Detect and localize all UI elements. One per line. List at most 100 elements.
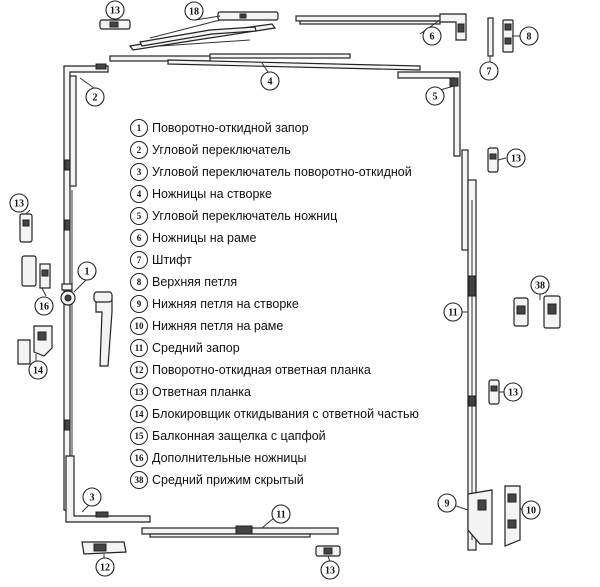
legend-label: Ножницы на раме [152, 231, 257, 245]
callout-number: 38 [535, 281, 545, 292]
middle-lock-11-bottom-part [141, 525, 339, 538]
legend-item: 4 Ножницы на створке [130, 184, 272, 204]
bottom-corner-3-part [65, 455, 151, 523]
legend-number: 7 [130, 251, 148, 269]
callout-number: 13 [14, 199, 24, 210]
legend-number: 15 [130, 427, 148, 445]
callout-number: 13 [511, 154, 521, 165]
callout-5: 5 [425, 86, 445, 106]
callout-13-top: 13 [105, 0, 125, 20]
legend-item: 9 Нижняя петля на створке [130, 294, 299, 314]
callout-number: 3 [90, 493, 95, 504]
legend-number: 9 [130, 295, 148, 313]
hidden-clamp-38-part [513, 295, 561, 329]
strike-plate-bottom [315, 545, 341, 557]
callout-13-bottom: 13 [320, 560, 340, 580]
callout-number: 10 [526, 506, 536, 517]
top-hinge-8-part [502, 19, 514, 53]
callout-number: 11 [448, 308, 457, 319]
callout-number: 8 [527, 32, 532, 43]
pin-7-part [487, 17, 494, 62]
legend-label: Ножницы на створке [152, 187, 272, 201]
sash-scissors-4-part [109, 53, 421, 71]
callout-11-bottom: 11 [271, 504, 291, 524]
callout-13-mid: 13 [503, 382, 523, 402]
legend-number: 16 [130, 449, 148, 467]
callout-number: 13 [508, 388, 518, 399]
callout-9: 9 [437, 493, 457, 513]
legend-label: Средний запор [152, 341, 240, 355]
legend-item: 6 Ножницы на раме [130, 228, 256, 248]
legend-label: Поворотно-откидная ответная планка [152, 363, 371, 377]
callout-38: 38 [530, 275, 550, 295]
legend-number: 13 [130, 383, 148, 401]
legend-number: 3 [130, 163, 148, 181]
callout-18: 18 [184, 1, 204, 21]
legend-item: 11 Средний запор [130, 338, 240, 358]
callout-13-right: 13 [506, 148, 526, 168]
callout-7: 7 [479, 61, 499, 81]
legend-number: 12 [130, 361, 148, 379]
legend-item: 3 Угловой переключатель поворотно-откидн… [130, 162, 412, 182]
callout-8: 8 [519, 26, 539, 46]
strike-plate-top [99, 19, 131, 30]
callout-1: 1 [77, 261, 97, 281]
strike-plate-right [487, 147, 499, 173]
callout-number: 2 [93, 93, 98, 104]
frame-hinge-10-part [504, 485, 521, 547]
callout-6: 6 [422, 26, 442, 46]
sash-hinge-9-part [467, 489, 493, 545]
legend-number: 1 [130, 119, 148, 137]
legend-label: Верхняя петля [152, 275, 238, 289]
frame-scissors-6-part [295, 13, 467, 41]
extra-scissors-16-part [21, 255, 51, 289]
strike-plate-left [19, 213, 33, 243]
legend-number: 38 [130, 471, 148, 489]
right-corner-5-part [397, 71, 461, 157]
legend-label: Штифт [152, 253, 192, 267]
callout-number: 13 [325, 566, 335, 577]
legend-label: Средний прижим скрытый [152, 473, 304, 487]
callout-number: 9 [445, 499, 450, 510]
legend-item: 16 Дополнительные ножницы [130, 448, 307, 468]
callout-number: 13 [110, 6, 120, 17]
legend-item: 7 Штифт [130, 250, 192, 270]
legend-item: 5 Угловой переключатель ножниц [130, 206, 337, 226]
legend-item: 15 Балконная защелка с цапфой [130, 426, 326, 446]
legend-label: Дополнительные ножницы [152, 451, 307, 465]
callout-16: 16 [34, 296, 54, 316]
callout-13-left: 13 [9, 193, 29, 213]
callout-number: 6 [430, 32, 435, 43]
legend-number: 2 [130, 141, 148, 159]
callout-number: 1 [85, 267, 90, 278]
legend-label: Ответная планка [152, 385, 251, 399]
legend-item: 2 Угловой переключатель [130, 140, 291, 160]
legend-number: 11 [130, 339, 148, 357]
callout-number: 12 [100, 563, 110, 574]
callout-number: 4 [268, 77, 273, 88]
legend-number: 14 [130, 405, 148, 423]
tilt-blocker-14-part [17, 325, 53, 365]
legend-number: 5 [130, 207, 148, 225]
scissors-18-part [128, 11, 279, 51]
legend-label: Нижняя петля на створке [152, 297, 299, 311]
callout-11-right: 11 [443, 302, 463, 322]
legend-number: 10 [130, 317, 148, 335]
callout-12: 12 [95, 557, 115, 577]
callout-number: 7 [487, 67, 492, 78]
legend-label: Блокировщик откидывания с ответной часть… [152, 407, 419, 421]
legend-label: Балконная защелка с цапфой [152, 429, 326, 443]
legend-label: Угловой переключатель поворотно-откидной [152, 165, 412, 179]
legend-label: Нижняя петля на раме [152, 319, 284, 333]
tilt-turn-strike-12-part [81, 541, 127, 555]
callout-10: 10 [521, 500, 541, 520]
callout-number: 18 [189, 7, 199, 18]
right-frame-rail [461, 149, 477, 551]
legend-number: 4 [130, 185, 148, 203]
callout-4: 4 [260, 71, 280, 91]
legend-item: 14 Блокировщик откидывания с ответной ча… [130, 404, 419, 424]
callout-number: 5 [433, 92, 438, 103]
legend-number: 6 [130, 229, 148, 247]
callout-number: 16 [39, 302, 49, 313]
legend-item: 10 Нижняя петля на раме [130, 316, 283, 336]
